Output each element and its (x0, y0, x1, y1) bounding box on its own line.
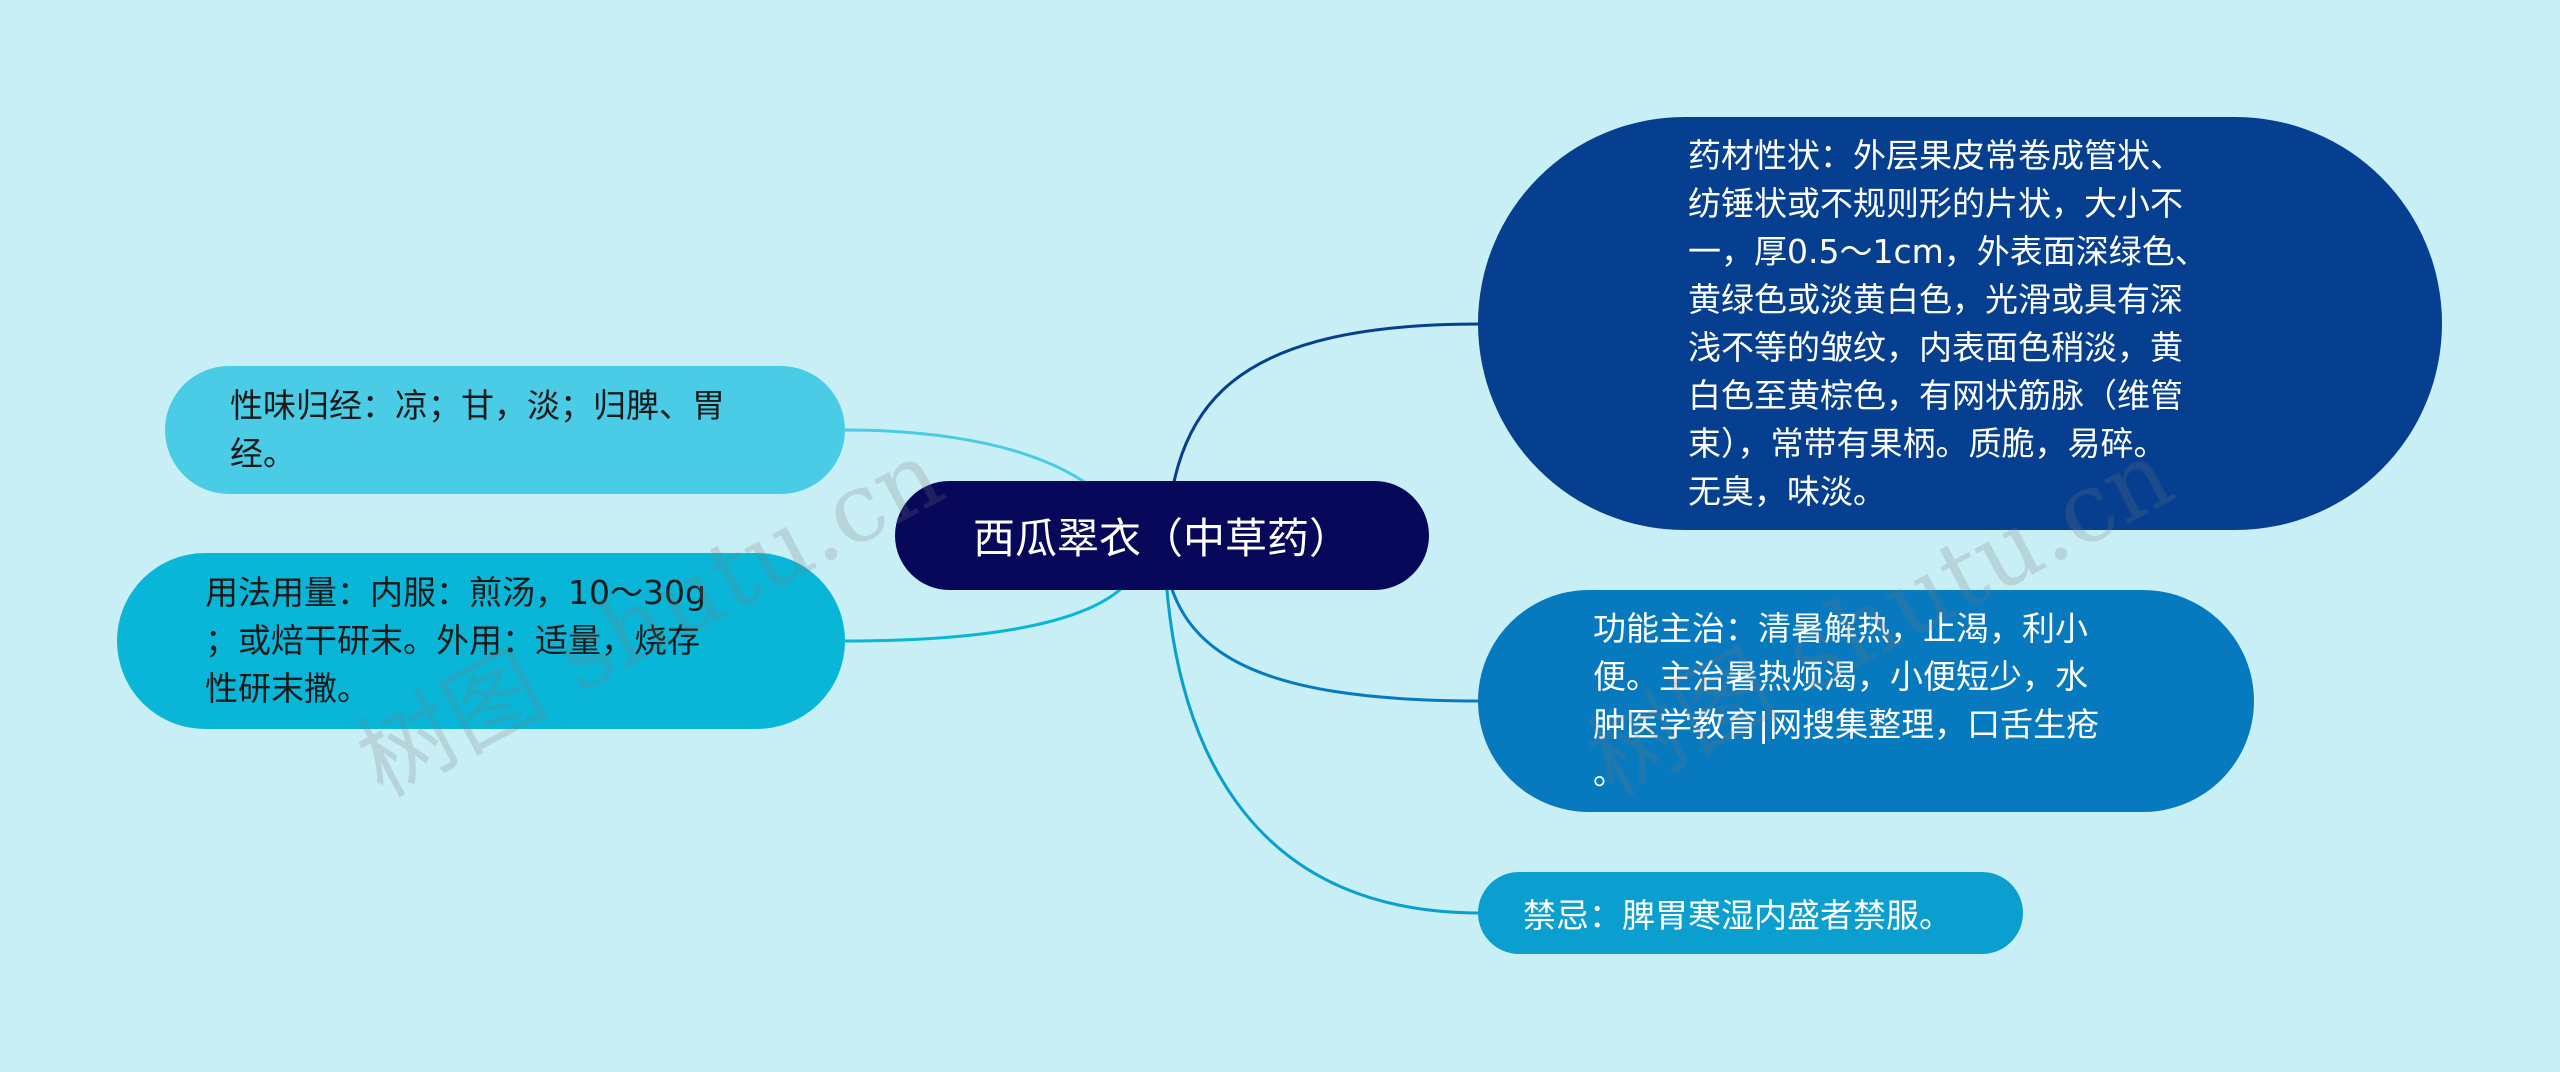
topic-taste-meridian[interactable]: 性味归经：凉；甘，淡；归脾、胃 经。 (165, 366, 845, 494)
topic-functions-text: 功能主治：清暑解热，止渴，利小 便。主治暑热烦渴，小便短少，水 肿医学教育|网搜… (1593, 609, 2100, 792)
topic-characteristics[interactable]: 药材性状：外层果皮常卷成管状、 纺锤状或不规则形的片状，大小不 一，厚0.5～1… (1478, 117, 2442, 530)
link-to-taboo (1163, 561, 1481, 915)
topic-contraindications[interactable]: 禁忌：脾胃寒湿内盛者禁服。 (1478, 872, 2023, 954)
topic-contraindications-text: 禁忌：脾胃寒湿内盛者禁服。 (1523, 896, 1952, 935)
central-topic-label: 西瓜翠衣（中草药） (972, 514, 1351, 563)
topic-characteristics-text: 药材性状：外层果皮常卷成管状、 纺锤状或不规则形的片状，大小不 一，厚0.5～1… (1688, 135, 2208, 511)
topic-usage-dosage[interactable]: 用法用量：内服：煎汤，10～30g ；或焙干研末。外用：适量，烧存 性研末撒。 (117, 553, 845, 729)
topic-taste-meridian-text: 性味归经：凉；甘，淡；归脾、胃 经。 (230, 386, 725, 473)
link-to-func (1163, 561, 1481, 703)
topic-usage-dosage-text: 用法用量：内服：煎汤，10～30g ；或焙干研末。外用：适量，烧存 性研末撒。 (205, 573, 706, 708)
topic-functions[interactable]: 功能主治：清暑解热，止渴，利小 便。主治暑热烦渴，小便短少，水 肿医学教育|网搜… (1478, 590, 2254, 812)
central-topic[interactable]: 西瓜翠衣（中草药） (895, 481, 1429, 590)
